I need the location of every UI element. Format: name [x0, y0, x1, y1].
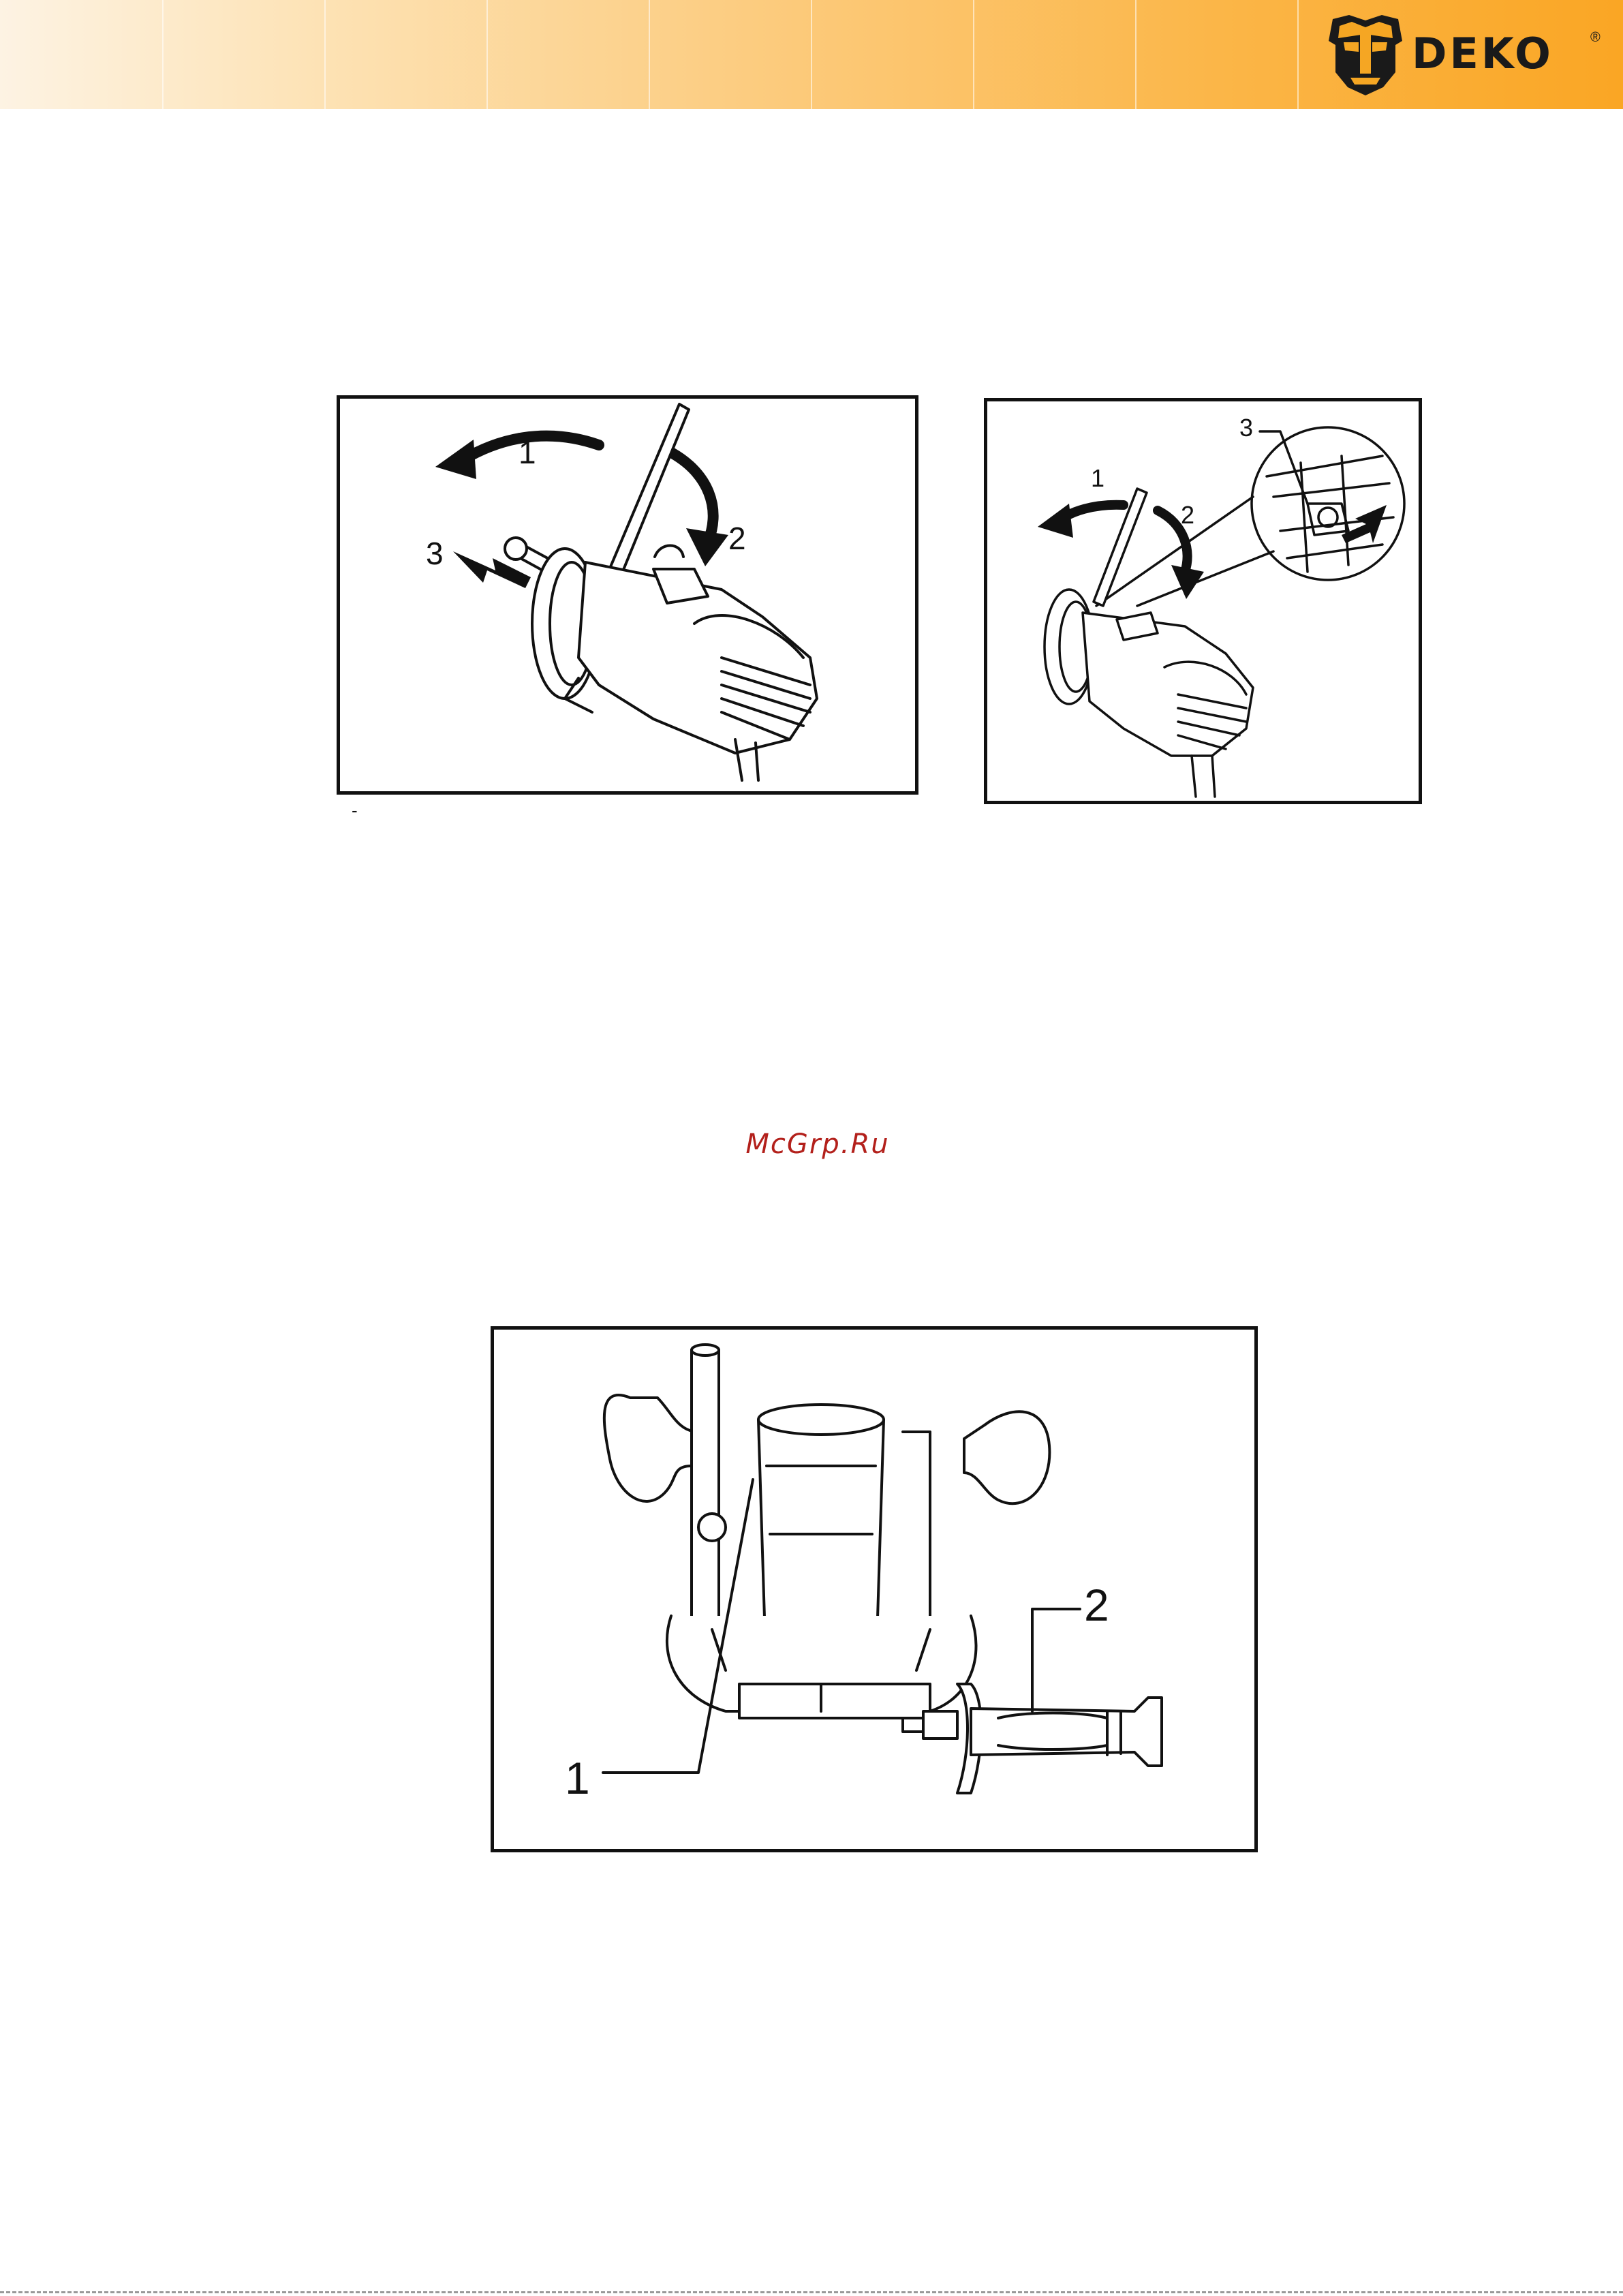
- stray-mark: -: [352, 800, 358, 821]
- brand-logo: DEKO ®: [1325, 14, 1611, 97]
- footer-line: [0, 2291, 1623, 2293]
- deko-robot-head-logo-icon: [1325, 14, 1406, 97]
- header-band-divider: [973, 0, 974, 109]
- figure-b-callout-1: 1: [1091, 464, 1104, 493]
- figure-a-callout-3: 3: [426, 535, 444, 572]
- header-band: DEKO ®: [0, 0, 1623, 109]
- figure-b-callout-3: 3: [1239, 414, 1253, 442]
- figure-a-callout-2: 2: [728, 520, 746, 557]
- router-spindle-lock-detail-illustration-icon: [987, 401, 1419, 801]
- wrench-and-router-motor-illustration-icon: [340, 399, 915, 791]
- brand-name: DEKO: [1412, 29, 1554, 78]
- header-band-divider: [649, 0, 650, 109]
- plunge-base-and-side-handle-illustration-icon: [494, 1330, 1254, 1849]
- figure-c-callout-1: 1: [565, 1752, 590, 1804]
- watermark: McGrp.Ru: [681, 1129, 954, 1160]
- figure-b-callout-2: 2: [1181, 501, 1194, 530]
- header-band-divider: [1135, 0, 1137, 109]
- header-band-divider: [486, 0, 488, 109]
- figure-c-callout-2: 2: [1084, 1579, 1109, 1631]
- figure-wrench-bit-change: 1 2 3: [337, 395, 918, 795]
- figure-spindle-lock-detail: 1 2 3: [984, 398, 1422, 804]
- figure-a-callout-1: 1: [519, 434, 536, 471]
- figure-plunge-base-and-handle: 1 2: [491, 1326, 1258, 1852]
- header-band-divider: [324, 0, 326, 109]
- registered-mark: ®: [1590, 30, 1601, 46]
- header-band-divider: [1297, 0, 1299, 109]
- header-band-divider: [811, 0, 812, 109]
- header-band-divider: [162, 0, 164, 109]
